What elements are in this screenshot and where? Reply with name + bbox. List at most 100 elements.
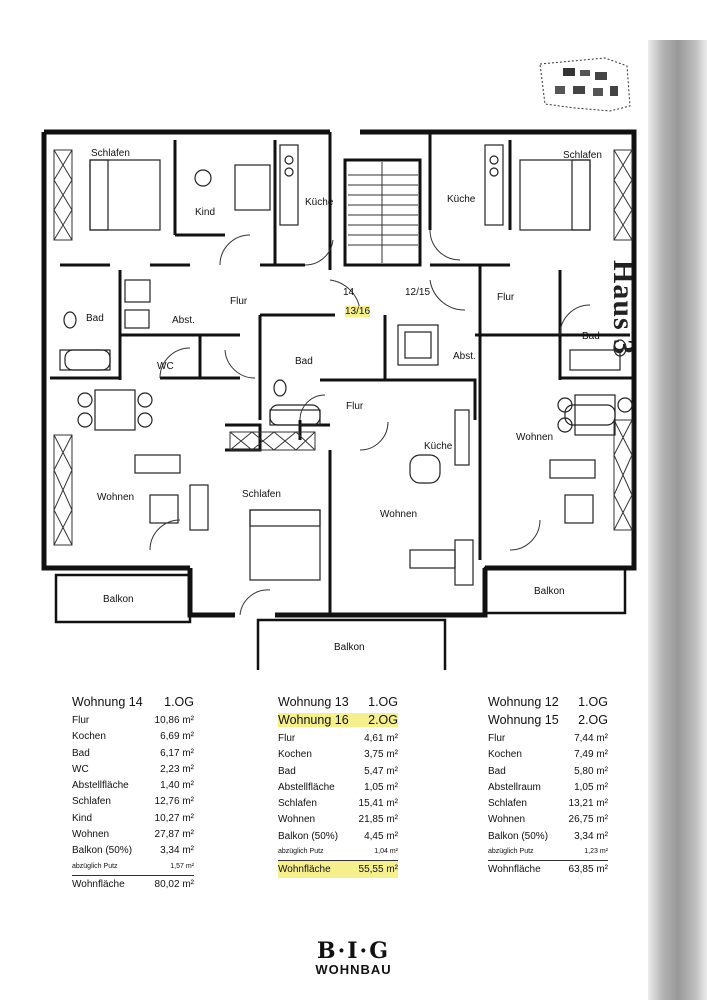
table-row: Abstellraum 1,05 m² — [488, 780, 608, 796]
row-label: Wohnen — [72, 829, 110, 841]
room-label: Küche — [447, 194, 476, 205]
room-label: Bad — [582, 331, 600, 342]
table-wohnung-14: Wohnung 14 1.OG Flur 10,86 m² Kochen 6,69 m… — [72, 695, 194, 893]
total-row: Wohnfläche 63,85 m² — [488, 860, 608, 878]
scan-edge-shadow — [648, 40, 707, 1000]
table-row: Flur 10,86 m² — [72, 713, 194, 729]
row-value: 15,41 m² — [358, 798, 398, 810]
row-label: Kochen — [72, 731, 106, 743]
table-header: Wohnung 14 1.OG — [72, 695, 194, 709]
row-value: 3,75 m² — [364, 749, 398, 761]
row-label: Schlafen — [278, 798, 317, 810]
room-label: Kind — [195, 207, 216, 218]
row-label: Bad — [278, 765, 296, 777]
room-label: Abst. — [172, 315, 195, 326]
table-row: Kochen 6,69 m² — [72, 729, 194, 745]
row-value: 26,75 m² — [568, 814, 608, 826]
table-row: Balkon (50%)3,34 m² — [488, 829, 608, 845]
total-row: Wohnfläche 80,02 m² — [72, 874, 194, 893]
table-row: Kochen 3,75 m² — [278, 747, 398, 763]
room-label: Schlafen — [91, 148, 130, 159]
row-label: Flur — [278, 733, 296, 744]
room-label: Wohnen — [516, 432, 554, 443]
room-label: Bad — [86, 313, 104, 324]
row-label: Wohnen — [278, 814, 316, 826]
table-wohnung-13-16: Wohnung 13 1.OG Wohnung 16 2.OG Flur 4,61… — [278, 695, 398, 879]
row-label: Kochen — [278, 749, 312, 761]
row-label: Kind — [72, 812, 93, 824]
row-label: Abstellraum — [488, 781, 541, 793]
row-label: Balkon (50%) — [278, 830, 339, 842]
table-header: Wohnung 15 2.OG — [488, 713, 608, 727]
row-label: Kochen — [488, 749, 522, 761]
site-plan-thumbnail — [539, 57, 631, 112]
row-value: 10,86 m² — [154, 715, 194, 726]
unit-title: Wohnung 14 — [72, 695, 143, 709]
table-header: Wohnung 12 1.OG — [488, 695, 608, 709]
room-label: Balkon — [103, 594, 134, 605]
table-header: Wohnung 13 1.OG — [278, 695, 398, 709]
floor-plan — [41, 129, 637, 670]
big-wohnbau-logo: B·I·G WOHNBAU — [0, 940, 707, 977]
total-row: Wohnfläche 55,55 m² — [278, 860, 398, 879]
table-row: Wohnen 27,87 m² — [72, 827, 194, 843]
table-row: Bad 5,80 m² — [488, 764, 608, 780]
row-value: 4,45 m² — [364, 830, 398, 842]
logo-brand: B·I·G — [317, 938, 390, 964]
room-label: Abst. — [453, 351, 476, 362]
row-label: Bad — [72, 747, 90, 759]
row-value: 6,17 m² — [160, 747, 194, 759]
table-row: Bad 6,17 m² — [72, 746, 194, 762]
unit-number: 13/16 — [345, 306, 371, 317]
room-label: Küche — [305, 197, 334, 208]
room-label: Schlafen — [563, 150, 602, 161]
room-label: Balkon — [334, 642, 365, 653]
row-value: 13,21 m² — [568, 798, 608, 810]
row-label: Bad — [488, 765, 506, 777]
area-tables: Wohnung 14 1.OG Flur 10,86 m² Kochen 6,69 m… — [0, 695, 707, 895]
table-row: Schlafen 13,21 m² — [488, 796, 608, 812]
unit-number: 12/15 — [405, 287, 431, 298]
row-value: 27,87 m² — [154, 829, 194, 841]
putz-row: abzüglich Putz 1,04 m² — [278, 848, 398, 856]
row-value: 2,23 m² — [160, 763, 194, 775]
room-label: Bad — [295, 356, 313, 367]
table-row: Flur 4,61 m² — [278, 731, 398, 747]
putz-row: abzüglich Putz 1,57 m² — [72, 862, 194, 870]
row-value: 1,05 m² — [574, 781, 608, 793]
row-value: 6,69 m² — [160, 731, 194, 743]
row-label: Flur — [72, 715, 90, 726]
putz-row: abzüglich Putz 1,23 m² — [488, 848, 608, 856]
unit-number: 14 — [343, 287, 355, 298]
table-row: Balkon (50%) 4,45 m² — [278, 829, 398, 845]
table-row: Schlafen 15,41 m² — [278, 796, 398, 812]
row-label: Schlafen — [488, 798, 527, 810]
row-label: Wohnen — [488, 814, 526, 826]
room-label: Flur — [230, 296, 248, 307]
row-value: 1,05 m² — [364, 781, 398, 793]
table-header-highlight: Wohnung 16 2.OG — [278, 713, 398, 727]
table-row: Wohnen 21,85 m² — [278, 812, 398, 828]
row-value: 12,76 m² — [154, 796, 194, 808]
row-value: 4,61 m² — [364, 733, 398, 744]
room-label: Schlafen — [242, 489, 281, 500]
room-label: Balkon — [534, 586, 565, 597]
table-row: Schlafen 12,76 m² — [72, 794, 194, 810]
room-label: Flur — [346, 401, 364, 412]
row-value: 21,85 m² — [358, 814, 398, 826]
logo-sub: WOHNBAU — [315, 962, 392, 977]
row-label: Schlafen — [72, 796, 111, 808]
room-label: WC — [157, 361, 174, 372]
row-value: 7,44 m² — [574, 733, 608, 744]
row-label: Balkon (50%) — [72, 845, 133, 857]
room-label: Wohnen — [97, 492, 135, 503]
row-value: 1,40 m² — [160, 780, 194, 792]
room-label: Flur — [497, 292, 515, 303]
row-value: 5,80 m² — [574, 765, 608, 777]
